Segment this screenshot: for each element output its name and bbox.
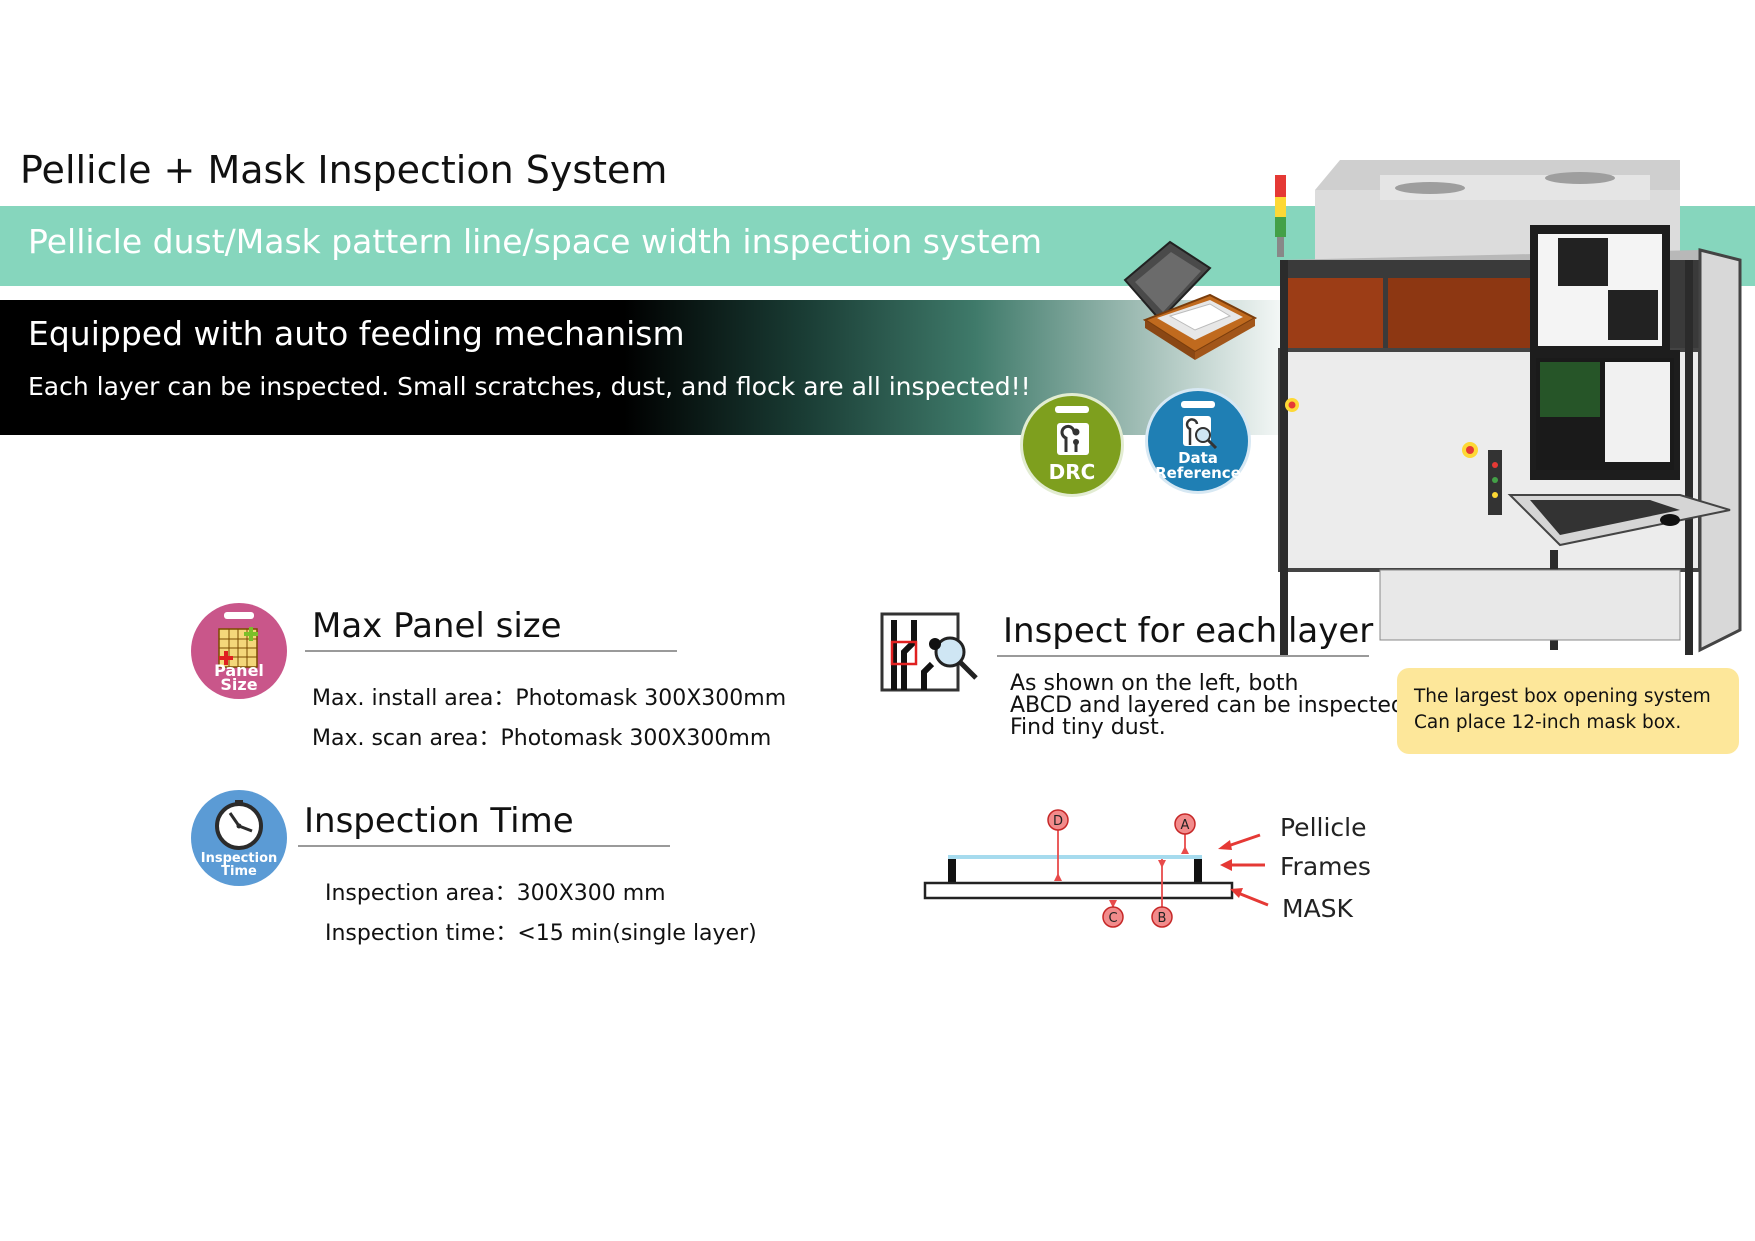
page-title: Pellicle + Mask Inspection System xyxy=(20,148,668,192)
box-capacity-note: The largest box opening system Can place… xyxy=(1397,668,1739,754)
point-a-label: A xyxy=(1181,818,1190,833)
feature-description: Each layer can be inspected. Small scrat… xyxy=(28,372,1031,401)
mask-box-illustration xyxy=(1123,240,1258,360)
frame-left xyxy=(948,859,956,883)
inspection-machine-illustration xyxy=(1275,160,1742,655)
drc-label: DRC xyxy=(1048,460,1096,484)
data-reference-line2: Reference xyxy=(1155,464,1241,482)
layer-divider xyxy=(997,655,1369,657)
layer-desc-line1: As shown on the left, both xyxy=(1010,671,1299,696)
data-reference-line1: Data xyxy=(1178,449,1218,467)
panel-size-divider xyxy=(305,650,677,652)
label-pellicle: Pellicle xyxy=(1280,813,1367,842)
inspection-time-divider xyxy=(298,845,670,847)
arrow-mask xyxy=(1230,888,1243,898)
arrow-frames xyxy=(1220,859,1232,871)
point-a-marker xyxy=(1174,813,1196,835)
panel-size-icon-line2: Size xyxy=(220,675,258,694)
magnifier-circuit-icon xyxy=(1183,416,1218,449)
label-frames: Frames xyxy=(1280,852,1371,881)
mask-plate xyxy=(923,881,1234,900)
inspection-time-spec-time: Inspection time：<15 min(single layer) xyxy=(325,921,757,946)
layer-inspection-icon xyxy=(880,612,978,692)
point-c-label: C xyxy=(1108,911,1117,926)
panel-size-badge: Panel Size xyxy=(191,603,287,699)
layer-diagram: D A B C xyxy=(923,809,1269,928)
note-line1: The largest box opening system xyxy=(1414,686,1711,707)
point-b-label: B xyxy=(1158,911,1167,926)
inspection-time-icon-line2: Time xyxy=(221,864,257,879)
panel-size-title: Max Panel size xyxy=(312,606,562,646)
inspection-time-title: Inspection Time xyxy=(304,801,574,841)
circuit-icon xyxy=(1057,423,1089,455)
arrow-pellicle xyxy=(1218,840,1232,850)
layer-desc-line2: ABCD and layered can be inspected. xyxy=(1010,693,1412,718)
point-c-marker xyxy=(1102,906,1124,928)
note-line2: Can place 12-inch mask box. xyxy=(1414,712,1682,733)
grid-icon xyxy=(218,627,258,668)
inspection-time-badge: Inspection Time xyxy=(191,790,287,886)
panel-size-spec-install: Max. install area：Photomask 300X300mm xyxy=(312,686,787,711)
clock-icon xyxy=(215,800,263,850)
layer-desc-line3: Find tiny dust. xyxy=(1010,715,1166,740)
drc-badge: DRC xyxy=(1020,393,1124,497)
page-subtitle: Pellicle dust/Mask pattern line/space wi… xyxy=(28,222,1043,261)
label-mask: MASK xyxy=(1282,894,1353,923)
inspection-time-spec-area: Inspection area：300X300 mm xyxy=(325,881,666,906)
point-d-marker xyxy=(1047,809,1069,831)
point-d-label: D xyxy=(1053,814,1063,829)
inspection-time-icon-line1: Inspection xyxy=(200,851,278,866)
data-reference-badge: Data Reference xyxy=(1145,388,1251,494)
feature-title: Equipped with auto feeding mechanism xyxy=(28,314,685,353)
point-b-marker xyxy=(1151,906,1173,928)
layer-title: Inspect for each layer xyxy=(1003,611,1374,651)
frame-right xyxy=(1194,859,1202,883)
panel-size-icon-line1: Panel xyxy=(214,661,264,680)
panel-size-spec-scan: Max. scan area：Photomask 300X300mm xyxy=(312,726,772,751)
